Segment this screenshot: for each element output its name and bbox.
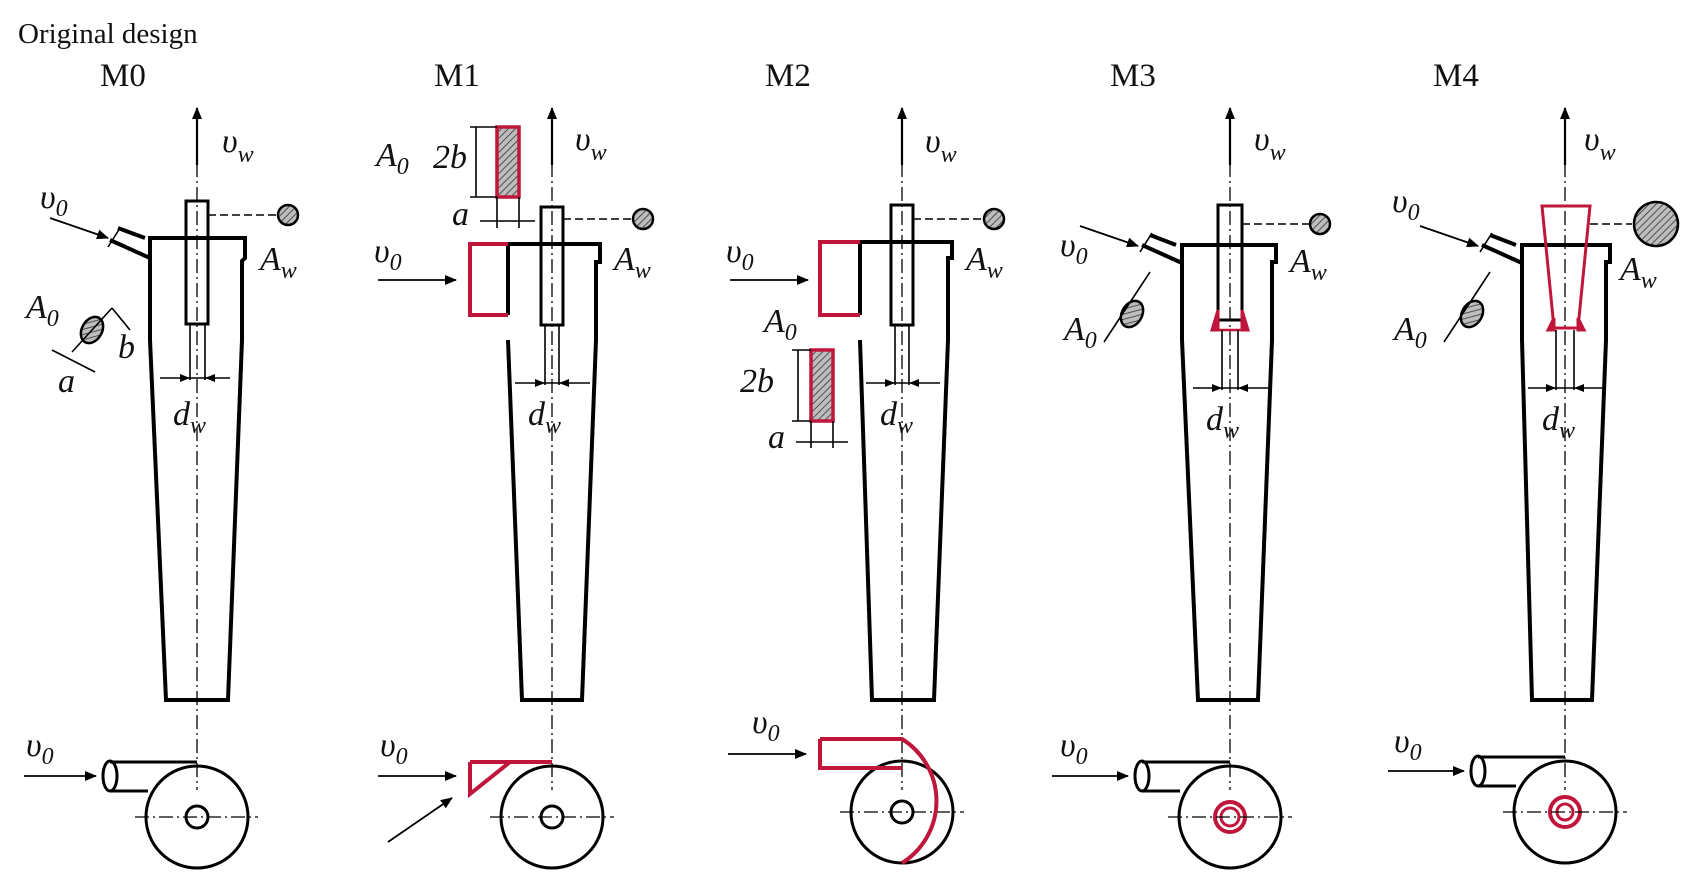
top-view-inlet-velocity-label: υ0 [752, 704, 780, 747]
aw-label: Aw [612, 241, 651, 284]
outlet-velocity-label: υw [575, 121, 607, 166]
model-label-m4: M4 [1433, 58, 1479, 94]
dw-label: dw [1206, 401, 1239, 444]
a0-label: A0 [762, 303, 797, 346]
aw-label: Aw [1288, 243, 1327, 286]
top-view-inlet-velocity-label: υ0 [26, 727, 54, 770]
a-dim-label: a [452, 196, 469, 233]
a-dim-label: a [768, 419, 785, 456]
a0-label: A0 [24, 289, 59, 332]
aw-label: Aw [1618, 251, 1657, 294]
top-view-inlet-velocity-label: υ0 [1060, 727, 1088, 770]
inlet-velocity-label: υ0 [40, 179, 68, 222]
two-b-dim-label: 2b [740, 363, 774, 400]
model-label-m1: M1 [434, 58, 480, 94]
model-m4: υw dw Aw υ0 A0 υ0 [1388, 107, 1680, 865]
top-view-inlet-velocity-label: υ0 [1394, 723, 1422, 766]
dw-label: dw [880, 396, 913, 439]
two-b-dim-label: 2b [433, 139, 467, 176]
model-label-m2: M2 [765, 58, 811, 94]
model-label-m0: M0 [100, 58, 146, 94]
a0-label: A0 [1392, 311, 1427, 354]
inlet-velocity-label: υ0 [1060, 227, 1088, 270]
inlet-velocity-label: υ0 [1392, 183, 1420, 226]
model-label-m3: M3 [1110, 58, 1156, 94]
inlet-velocity-label: υ0 [374, 233, 402, 276]
outlet-velocity-label: υw [1254, 121, 1286, 166]
outlet-velocity-label: υw [925, 123, 957, 168]
dw-label: dw [1542, 401, 1575, 444]
inlet-velocity-label: υ0 [726, 233, 754, 276]
aw-label: Aw [964, 241, 1003, 284]
model-m0: υw dw Aw υ0 A0 a b υ0 [24, 107, 300, 870]
dw-label: dw [528, 396, 561, 439]
aw-label: Aw [258, 241, 297, 284]
model-m3: υw dw Aw υ0 A0 υ0 [1052, 107, 1332, 870]
outlet-velocity-label: υw [222, 123, 254, 168]
top-view-inlet-velocity-label: υ0 [380, 727, 408, 770]
a-dim-label: a [58, 363, 75, 400]
a0-label: A0 [374, 137, 409, 180]
caption-original-design: Original design [18, 18, 198, 50]
dw-label: dw [173, 396, 206, 439]
b-dim-label: b [118, 329, 135, 366]
outlet-velocity-label: υw [1584, 121, 1616, 166]
a0-label: A0 [1062, 311, 1097, 354]
model-m1: υw υ0 dw Aw A0 2b a υ0 [374, 107, 655, 870]
model-m2: υw υ0 dw Aw A0 2b a υ0 [726, 107, 1006, 865]
